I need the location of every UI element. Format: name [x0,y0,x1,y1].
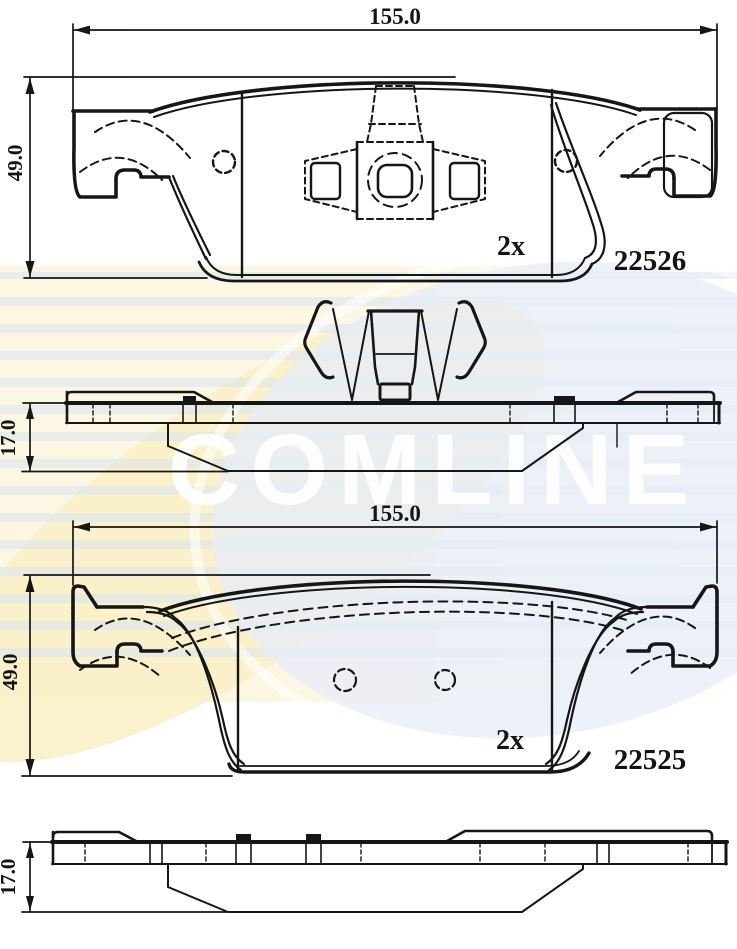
backplate-strip-top-side [64,390,722,472]
friction-material-top-side [167,422,584,472]
thickness-dimension-label-bottom-side: 17.0 [0,859,20,896]
height-dimension-22526 [23,76,456,279]
ear-dashed-arcs [79,117,711,181]
thickness-dimension-label-top-side: 17.0 [0,420,20,457]
pad-hole-left-22525 [332,667,358,693]
pad-hole-right [553,148,579,174]
pad-side-view-top [21,300,722,473]
part-number-22525: 22525 [614,744,687,776]
part-number-22526: 22526 [614,245,687,277]
width-dimension-label-22526: 155.0 [369,4,421,29]
quantity-label-22525: 2x [496,725,524,756]
thickness-dimension-top-side [21,402,229,473]
quantity-label-22526: 2x [497,231,525,262]
pad-outline-22525 [71,579,719,774]
right-ear-window [662,111,714,199]
width-dimension-label-22525: 155.0 [369,501,421,526]
pad-hole-left [211,149,237,175]
thickness-dimension-bottom-side [21,841,229,913]
width-dimension-22526 [72,23,718,112]
pad-side-view-bottom [21,829,729,913]
pad-outline-22526 [71,81,718,283]
ear-dashed-arcs-22525 [79,615,711,679]
backplate-strip-bottom-side [50,829,729,913]
pad-front-view-22526 [23,23,718,283]
pad-hole-right-22525 [433,668,457,692]
spring-clip [303,300,487,402]
height-dimension-22525 [21,574,431,777]
pad-front-view-22525 [21,520,719,777]
height-dimension-label-22525: 49.0 [0,654,22,691]
piston-assembly-22526 [304,85,486,221]
watermark-ring [189,241,737,759]
friction-material-bottom-side [167,863,584,913]
chamfer-dashed-lines [168,600,631,652]
height-dimension-label-22526: 49.0 [3,145,27,182]
